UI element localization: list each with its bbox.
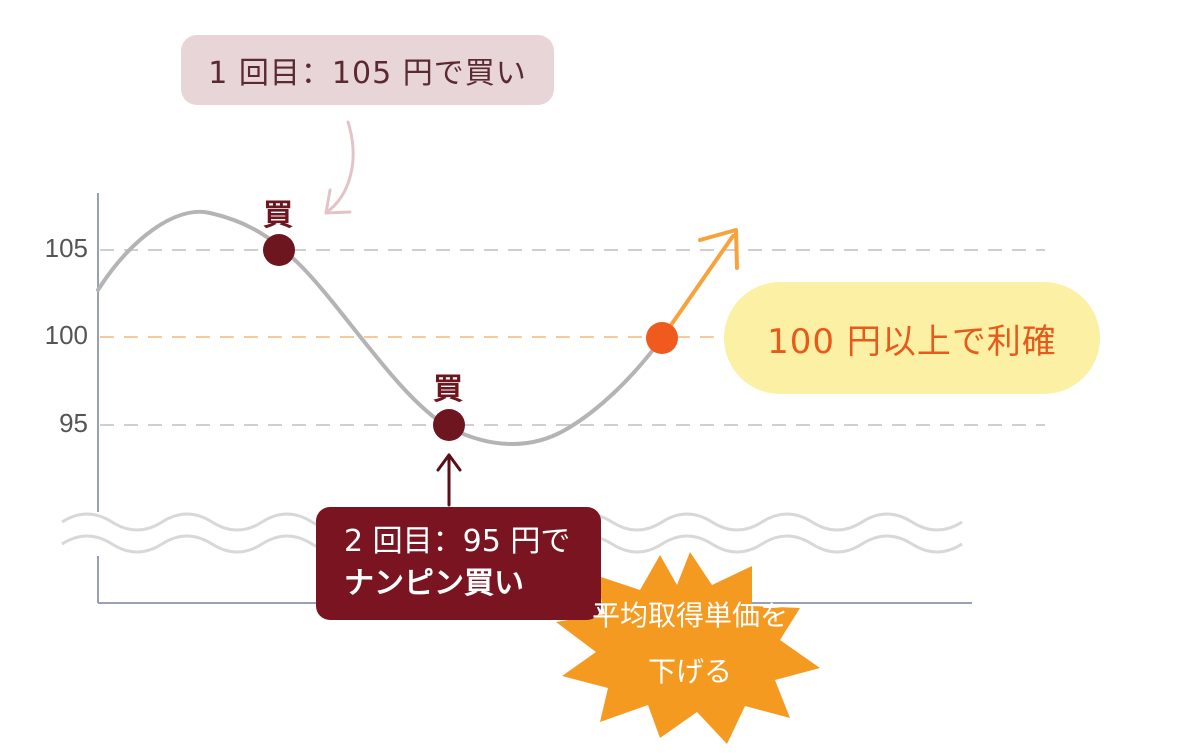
burst-text-line2: 下げる — [647, 655, 732, 688]
second-buy-callout-line1: 2 回目：95 円で — [344, 524, 571, 559]
y-tick-label-100: 100 — [44, 320, 88, 350]
second-buy-point — [433, 409, 465, 441]
first-buy-callout: 1 回目：105 円で買い — [181, 35, 554, 105]
y-tick-label-95: 95 — [59, 408, 88, 438]
first-buy-pointer-head — [324, 188, 352, 215]
second-buy-pointer-head — [436, 453, 462, 472]
take-profit-point — [646, 322, 678, 354]
burst-text-line1: 平均取得単価を — [591, 599, 788, 632]
profit-arrow — [660, 228, 739, 340]
first-buy-marker-label: 買 — [263, 198, 293, 233]
first-buy-callout-text: 1 回目：105 円で買い — [208, 56, 527, 91]
burst-text: 平均取得単価を 下げる — [560, 588, 820, 700]
y-tick-label-105: 105 — [44, 233, 88, 263]
take-profit-callout-text: 100 円以上で利確 — [767, 321, 1057, 362]
second-buy-callout: 2 回目：95 円で ナンピン買い — [316, 507, 601, 620]
burst-shape — [556, 552, 820, 744]
second-buy-callout-line2: ナンピン買い — [344, 566, 524, 601]
first-buy-point — [263, 234, 295, 266]
second-buy-marker-label: 買 — [433, 372, 463, 407]
first-buy-pointer-arrow — [325, 120, 355, 214]
take-profit-callout: 100 円以上で利確 — [724, 282, 1100, 394]
price-curve — [96, 209, 664, 446]
